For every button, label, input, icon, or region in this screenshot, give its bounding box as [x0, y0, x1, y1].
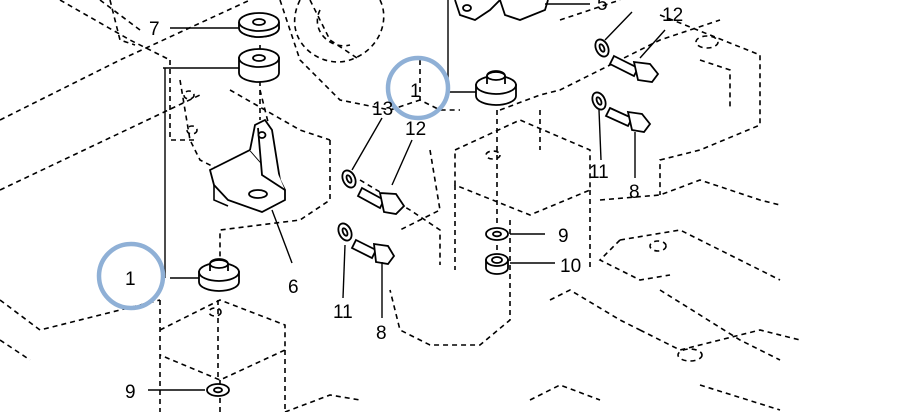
- callout-12-right: 12: [662, 5, 683, 26]
- frame-dashed-outline: [0, 0, 801, 412]
- callout-5: 5: [597, 0, 608, 15]
- lock-washer-part-11-right: [591, 91, 607, 111]
- callout-12-center: 12: [405, 119, 426, 140]
- callout-11-left: 11: [333, 302, 353, 323]
- nut-part-10: [485, 253, 509, 275]
- callout-6: 6: [288, 277, 299, 298]
- callout-1-bottom: 1: [125, 269, 136, 290]
- callout-7: 7: [149, 19, 160, 40]
- bolt-part-8-right: [604, 106, 652, 133]
- washer-part-9-bottom: [206, 383, 230, 397]
- rubber-mount-upper-left: [238, 48, 280, 83]
- callout-9-bottom: 9: [125, 382, 136, 403]
- highlight-circle-top: [385, 55, 451, 121]
- callout-9-center: 9: [558, 226, 569, 247]
- rubber-mount-bottom: [198, 258, 240, 292]
- callout-8-right: 8: [629, 182, 640, 203]
- highlight-circle-bottom: [96, 241, 166, 311]
- top-bracket-part-5: [454, 0, 549, 21]
- lock-washer-part-13: [341, 169, 357, 189]
- callout-10: 10: [560, 256, 581, 277]
- callout-1-top: 1: [410, 81, 421, 102]
- bolt-part-12-center: [356, 186, 406, 215]
- callout-8-left: 8: [376, 323, 387, 344]
- washer-part-9-center: [485, 227, 509, 241]
- callout-11-right: 11: [589, 162, 609, 183]
- bolt-part-12-right: [608, 54, 660, 83]
- lock-washer-part-top-right: [594, 38, 610, 58]
- lock-washer-part-11-left: [337, 222, 353, 242]
- callout-13: 13: [372, 99, 393, 120]
- mount-bracket-part-6: [208, 118, 286, 213]
- bolt-part-8-left: [350, 238, 396, 265]
- washer-part-7: [238, 12, 280, 38]
- rubber-mount-top: [475, 70, 517, 106]
